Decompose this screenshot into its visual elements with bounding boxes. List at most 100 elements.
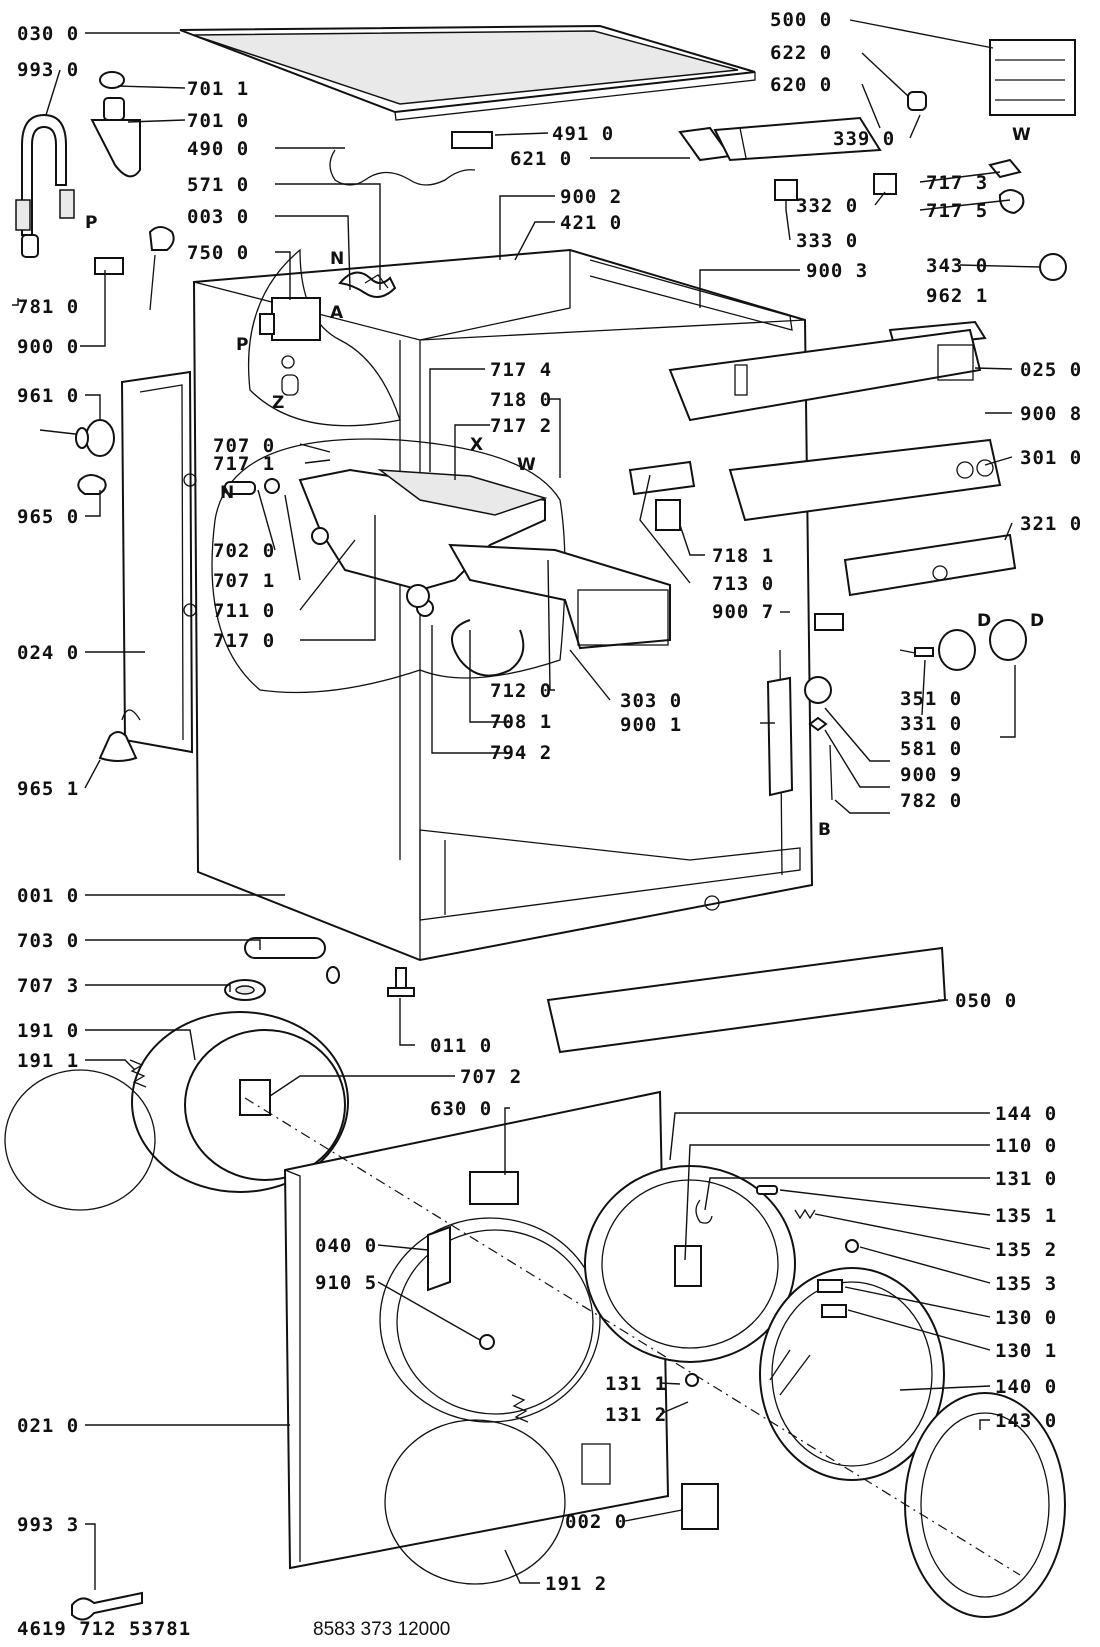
callout-707-0: 707 0 xyxy=(213,435,275,457)
callout-962-1: 962 1 xyxy=(926,285,988,307)
drain-parts xyxy=(224,937,415,1001)
callout-135-2: 135 2 xyxy=(995,1239,1057,1261)
inlet-hoses xyxy=(15,113,175,311)
top-lid xyxy=(179,24,756,121)
inlet-valve-top xyxy=(90,71,141,178)
callout-331-0: 331 0 xyxy=(900,713,962,735)
callout-717-4: 717 4 xyxy=(490,359,552,381)
callout-301-0: 301 0 xyxy=(1020,447,1082,469)
callout-571-0: 571 0 xyxy=(187,174,249,196)
small-hardware xyxy=(71,1185,859,1621)
cabinet xyxy=(192,248,814,962)
callout-339-0: 339 0 xyxy=(833,128,895,150)
callout-581-0: 581 0 xyxy=(900,738,962,760)
side-panel xyxy=(120,370,197,754)
callout-717-0: 717 0 xyxy=(213,630,275,652)
center-line xyxy=(244,1097,1021,1576)
callout-491-0: 491 0 xyxy=(552,123,614,145)
dispenser-assembly xyxy=(224,468,671,677)
callout-708-1: 708 1 xyxy=(490,711,552,733)
callout-965-1: 965 1 xyxy=(17,778,79,800)
callout-900-8: 900 8 xyxy=(1020,403,1082,425)
callout-717-5: 717 5 xyxy=(926,200,988,222)
reference-letters: P P N A Z N X W W D D B xyxy=(85,125,1044,840)
callout-711-0: 711 0 xyxy=(213,600,275,622)
callout-717-3: 717 3 xyxy=(926,172,988,194)
callout-191-0: 191 0 xyxy=(17,1020,79,1042)
callout-900-0: 900 0 xyxy=(17,336,79,358)
letter-x: X xyxy=(470,435,483,455)
letter-n-dispenser: N xyxy=(220,483,234,503)
callout-332-0: 332 0 xyxy=(796,195,858,217)
letter-a: A xyxy=(330,303,344,323)
callout-144-0: 144 0 xyxy=(995,1103,1057,1125)
callout-131-0: 131 0 xyxy=(995,1168,1057,1190)
door-assembly xyxy=(384,1165,1066,1618)
callout-712-0: 712 0 xyxy=(490,680,552,702)
callout-050-0: 050 0 xyxy=(955,990,1017,1012)
callout-718-1: 718 1 xyxy=(712,545,774,567)
callout-135-3: 135 3 xyxy=(995,1273,1057,1295)
letter-w-dispenser: W xyxy=(517,455,536,475)
callout-130-1: 130 1 xyxy=(995,1340,1057,1362)
callout-781-0: 781 0 xyxy=(17,296,79,318)
letter-d-right: D xyxy=(1030,611,1044,631)
callout-333-0: 333 0 xyxy=(796,230,858,252)
front-panel xyxy=(283,1090,719,1570)
callout-707-2: 707 2 xyxy=(460,1066,522,1088)
callout-191-1: 191 1 xyxy=(17,1050,79,1072)
callout-707-3: 707 3 xyxy=(17,975,79,997)
callout-717-1: 717 1 xyxy=(213,453,275,475)
callout-140-0: 140 0 xyxy=(995,1376,1057,1398)
callout-620-0: 620 0 xyxy=(770,74,832,96)
letter-b: B xyxy=(818,820,831,840)
callout-131-2: 131 2 xyxy=(605,1404,667,1426)
valve-assembly xyxy=(259,271,397,396)
callout-002-0: 002 0 xyxy=(565,1511,627,1533)
callout-130-0: 130 0 xyxy=(995,1307,1057,1329)
callout-621-0: 621 0 xyxy=(510,148,572,170)
callout-900-1: 900 1 xyxy=(620,714,682,736)
callout-303-0: 303 0 xyxy=(620,690,682,712)
callout-143-0: 143 0 xyxy=(995,1410,1057,1432)
callout-040-0: 040 0 xyxy=(315,1235,377,1257)
callout-131-1: 131 1 xyxy=(605,1373,667,1395)
callout-707-1: 707 1 xyxy=(213,570,275,592)
callout-001-0: 001 0 xyxy=(17,885,79,907)
callout-011-0: 011 0 xyxy=(430,1035,492,1057)
letter-p-hose: P xyxy=(85,213,97,233)
footer: 4619 712 53781 8583 373 12000 xyxy=(17,1618,450,1640)
callout-630-0: 630 0 xyxy=(430,1098,492,1120)
front-parts-right xyxy=(628,460,844,797)
callout-021-0: 021 0 xyxy=(17,1415,79,1437)
dashed-detail-outline xyxy=(211,248,566,694)
letter-p-valve: P xyxy=(236,335,248,355)
callout-191-2: 191 2 xyxy=(545,1573,607,1595)
callout-030-0: 030 0 xyxy=(17,23,79,45)
callout-110-0: 110 0 xyxy=(995,1135,1057,1157)
callout-900-2: 900 2 xyxy=(560,186,622,208)
callout-718-0: 718 0 xyxy=(490,389,552,411)
callout-701-0: 701 0 xyxy=(187,110,249,132)
tub-front-ring xyxy=(4,1011,349,1211)
letter-d-left: D xyxy=(977,611,991,631)
wire-harness xyxy=(329,131,493,186)
callout-703-0: 703 0 xyxy=(17,930,79,952)
callout-135-1: 135 1 xyxy=(995,1205,1057,1227)
callout-351-0: 351 0 xyxy=(900,688,962,710)
callout-993-0: 993 0 xyxy=(17,59,79,81)
callout-965-0: 965 0 xyxy=(17,506,79,528)
callout-993-3: 993 3 xyxy=(17,1514,79,1536)
footer-right-code: 8583 373 12000 xyxy=(313,1619,450,1640)
callout-900-7: 900 7 xyxy=(712,601,774,623)
callout-343-0: 343 0 xyxy=(926,255,988,277)
callout-702-0: 702 0 xyxy=(213,540,275,562)
callout-794-2: 794 2 xyxy=(490,742,552,764)
callout-910-5: 910 5 xyxy=(315,1272,377,1294)
callout-701-1: 701 1 xyxy=(187,78,249,100)
callout-900-3: 900 3 xyxy=(806,260,868,282)
letter-n-valve: N xyxy=(330,249,344,269)
callout-900-9: 900 9 xyxy=(900,764,962,786)
dial-knobs xyxy=(804,619,1027,801)
